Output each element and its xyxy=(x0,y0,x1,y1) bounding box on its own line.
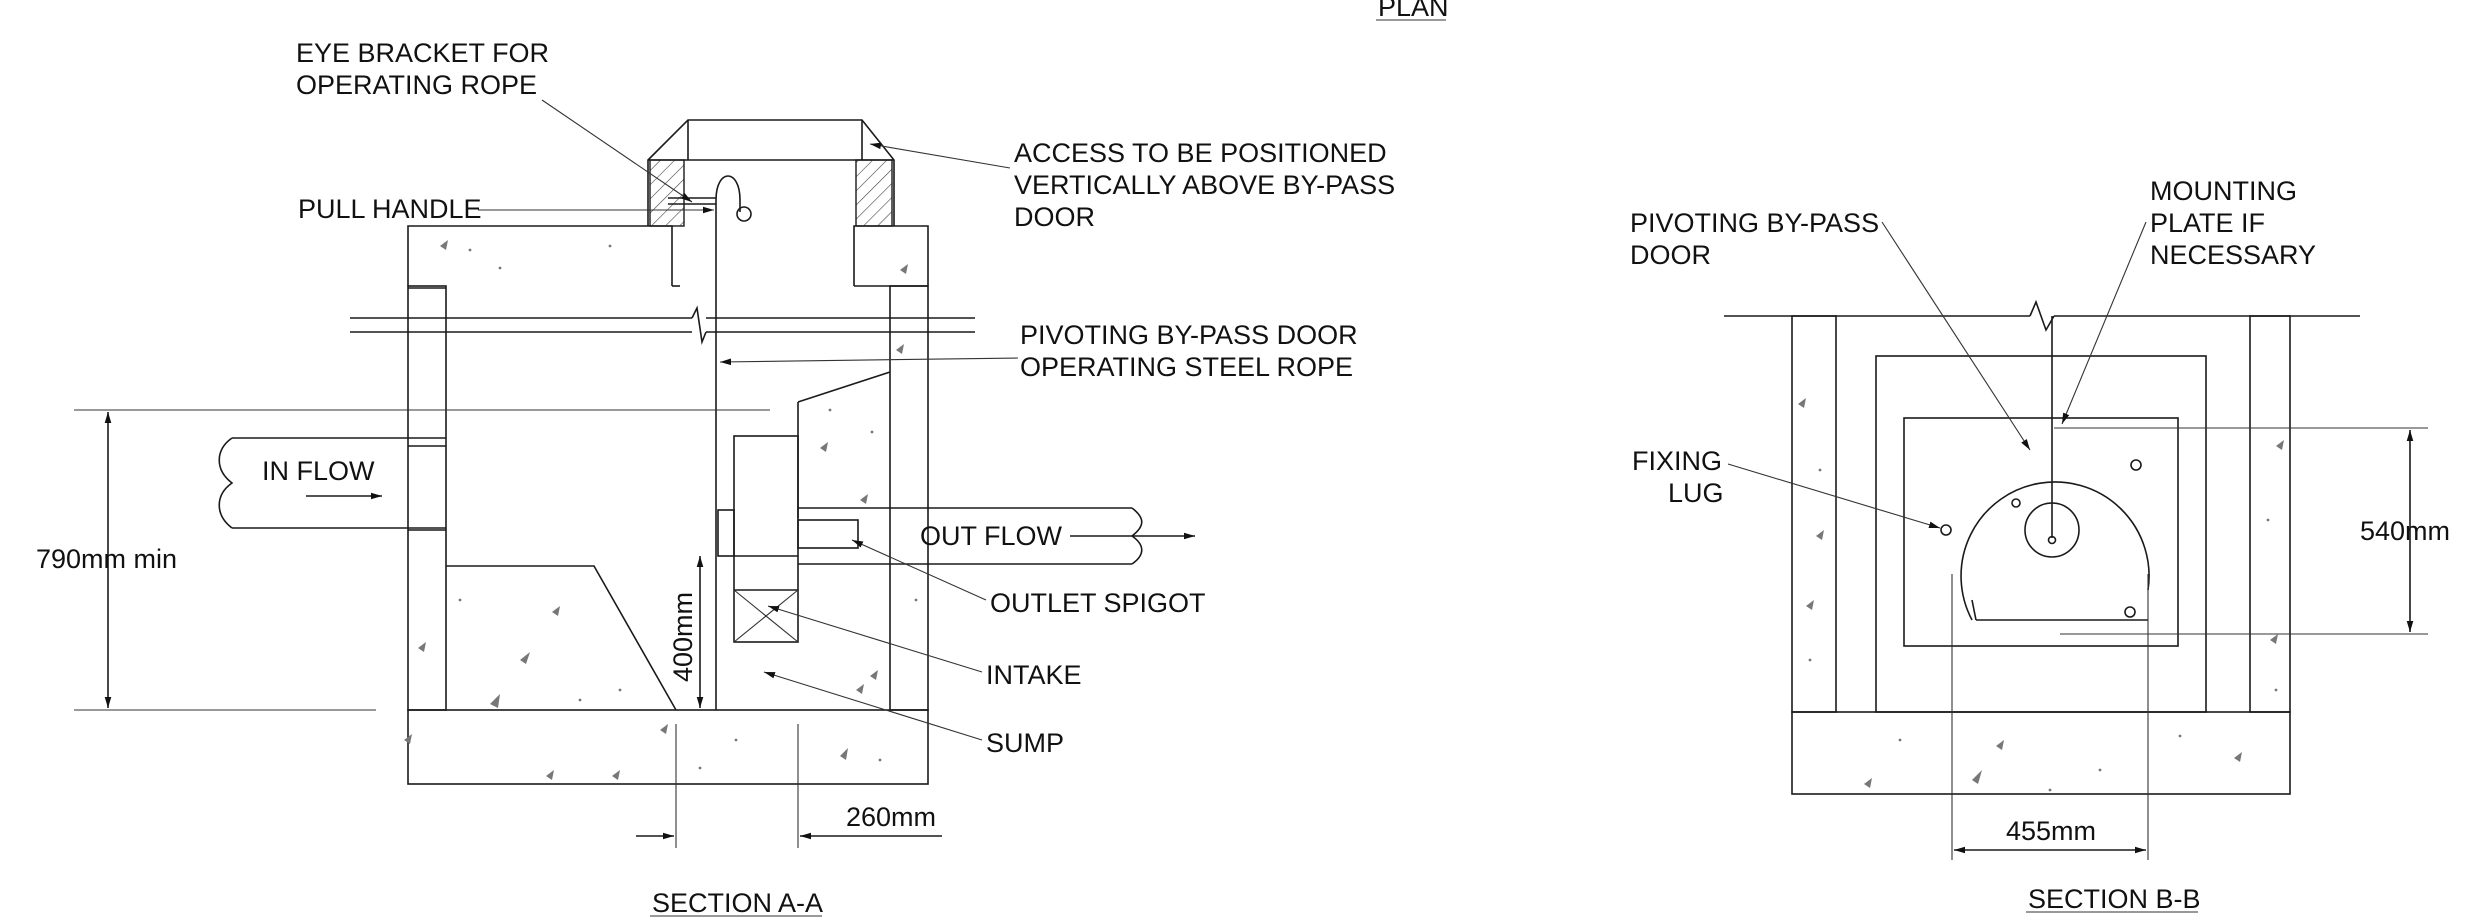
fixing-lug-bottom-right xyxy=(2124,606,2136,618)
dim-455-label: 455mm xyxy=(2006,816,2096,846)
label-access-1: ACCESS TO BE POSITIONED xyxy=(1014,138,1387,168)
right-wall xyxy=(889,285,929,711)
riser-hatch-right xyxy=(855,159,893,227)
fixing-lug-left xyxy=(1940,524,1952,536)
eye-bracket xyxy=(736,206,752,222)
label-rope-1: PIVOTING BY-PASS DOOR xyxy=(1020,320,1358,350)
leader-mounting xyxy=(2061,221,2147,425)
label-sump: SUMP xyxy=(986,728,1064,758)
mounting-plate xyxy=(1903,417,2179,647)
access-riser xyxy=(647,119,895,226)
roof-slab-right xyxy=(853,225,929,286)
section-a-title: SECTION A-A xyxy=(652,888,823,918)
leader-eye-bracket xyxy=(541,99,693,203)
label-door-2: DOOR xyxy=(1630,240,1711,270)
label-in-flow: IN FLOW xyxy=(262,456,375,486)
break-symbol-b xyxy=(2029,299,2055,332)
label-lug-1: FIXING xyxy=(1632,446,1722,476)
left-wall xyxy=(407,285,447,711)
intake-collar xyxy=(717,509,735,557)
label-access-2: VERTICALLY ABOVE BY-PASS xyxy=(1014,170,1395,200)
leader-access xyxy=(869,142,1011,169)
label-rope-2: OPERATING STEEL ROPE xyxy=(1020,352,1353,382)
pull-handle-loop xyxy=(715,175,741,212)
label-mounting-3: NECESSARY xyxy=(2150,240,2316,270)
dim-540-label: 540mm xyxy=(2360,516,2450,546)
leader-intake xyxy=(767,605,983,673)
benching-left xyxy=(446,565,677,711)
concrete-aggregate-b xyxy=(1798,398,2284,792)
section-b-title: SECTION B-B xyxy=(2028,884,2201,914)
fixing-lug-top-right xyxy=(2130,459,2142,471)
chamber-inner-frame xyxy=(1875,355,2207,713)
leader-door xyxy=(1881,221,2031,451)
leader-rope xyxy=(719,357,1019,366)
label-eye-bracket-1: EYE BRACKET FOR xyxy=(296,38,549,68)
label-eye-bracket-2: OPERATING ROPE xyxy=(296,70,537,100)
label-lug-2: LUG xyxy=(1668,478,1724,508)
benching-right-top xyxy=(797,371,891,403)
label-out-flow: OUT FLOW xyxy=(920,521,1063,551)
leader-outlet-spigot xyxy=(851,539,987,601)
label-intake: INTAKE xyxy=(986,660,1082,690)
label-door-1: PIVOTING BY-PASS xyxy=(1630,208,1879,238)
chamber-base-slab xyxy=(1791,711,2291,795)
label-mounting-1: MOUNTING xyxy=(2150,176,2297,206)
base-slab xyxy=(407,709,929,785)
bypass-door-circle xyxy=(1960,481,2150,621)
label-pull-handle: PULL HANDLE xyxy=(298,194,482,224)
concrete-aggregate-a xyxy=(404,240,918,780)
label-outlet-spigot: OUTLET SPIGOT xyxy=(990,588,1206,618)
dim-260-label: 260mm xyxy=(846,802,936,832)
outlet-spigot xyxy=(797,519,859,549)
roof-slab-left xyxy=(407,225,673,286)
dim-400-label: 400mm xyxy=(668,592,698,682)
leader-lug xyxy=(1727,463,1941,529)
chamber-wall-right xyxy=(2249,315,2291,713)
label-mounting-2: PLATE IF xyxy=(2150,208,2265,238)
section-a-drawing xyxy=(74,119,1195,848)
break-symbol-a xyxy=(691,305,707,346)
label-access-3: DOOR xyxy=(1014,202,1095,232)
plan-title: PLAN xyxy=(1378,0,1449,22)
intake-housing xyxy=(733,435,799,643)
dim-790-label: 790mm min xyxy=(36,544,177,574)
chamber-wall-left xyxy=(1791,315,1837,713)
section-b-drawing xyxy=(1724,299,2428,860)
leader-sump xyxy=(763,671,983,741)
